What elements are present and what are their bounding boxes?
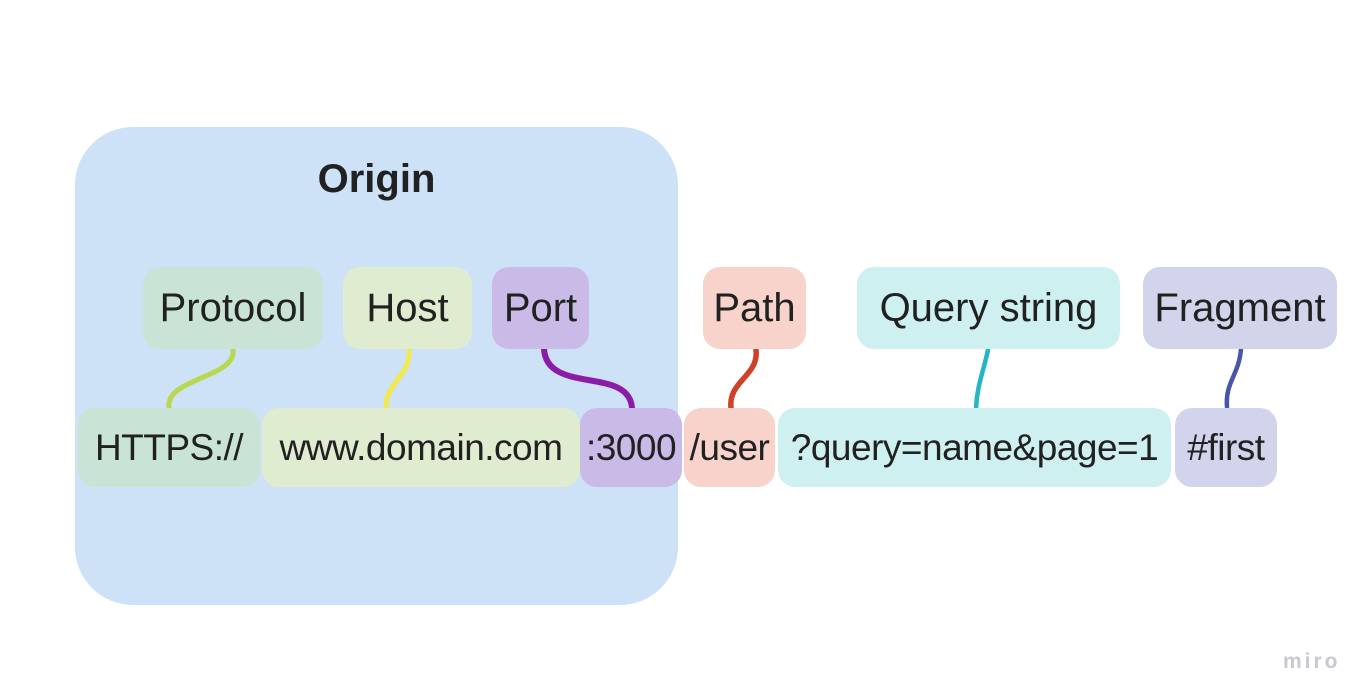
host-label-box[interactable]: Host — [343, 267, 472, 349]
path-label-box[interactable]: Path — [703, 267, 806, 349]
path-value: /user — [689, 426, 770, 468]
fragment-value: #first — [1187, 426, 1265, 468]
query-string-label: Query string — [879, 285, 1098, 330]
host-label: Host — [366, 285, 449, 330]
fragment-connector-line — [1224, 346, 1244, 410]
query-connector-line — [973, 347, 991, 411]
query-string-value: ?query=name&page=1 — [790, 426, 1159, 468]
fragment-label-box[interactable]: Fragment — [1143, 267, 1337, 349]
fragment-value-box[interactable]: #first — [1175, 408, 1277, 487]
query-string-label-box[interactable]: Query string — [857, 267, 1120, 349]
host-value: www.domain.com — [279, 426, 563, 468]
fragment-label: Fragment — [1154, 285, 1326, 330]
miro-watermark: miro — [1283, 650, 1341, 673]
port-label-box[interactable]: Port — [492, 267, 589, 349]
protocol-label: Protocol — [159, 285, 307, 330]
query-string-value-box[interactable]: ?query=name&page=1 — [778, 408, 1171, 487]
origin-title: Origin — [317, 156, 436, 201]
port-value-box[interactable]: :3000 — [580, 408, 682, 487]
port-label: Port — [503, 285, 578, 330]
protocol-label-box[interactable]: Protocol — [143, 267, 323, 349]
host-value-box[interactable]: www.domain.com — [262, 408, 580, 487]
path-connector-line — [728, 347, 759, 411]
port-value: :3000 — [585, 426, 677, 468]
path-value-box[interactable]: /user — [684, 408, 775, 487]
protocol-value: HTTPS:// — [94, 426, 244, 468]
protocol-value-box[interactable]: HTTPS:// — [78, 408, 260, 487]
path-label: Path — [713, 285, 796, 330]
